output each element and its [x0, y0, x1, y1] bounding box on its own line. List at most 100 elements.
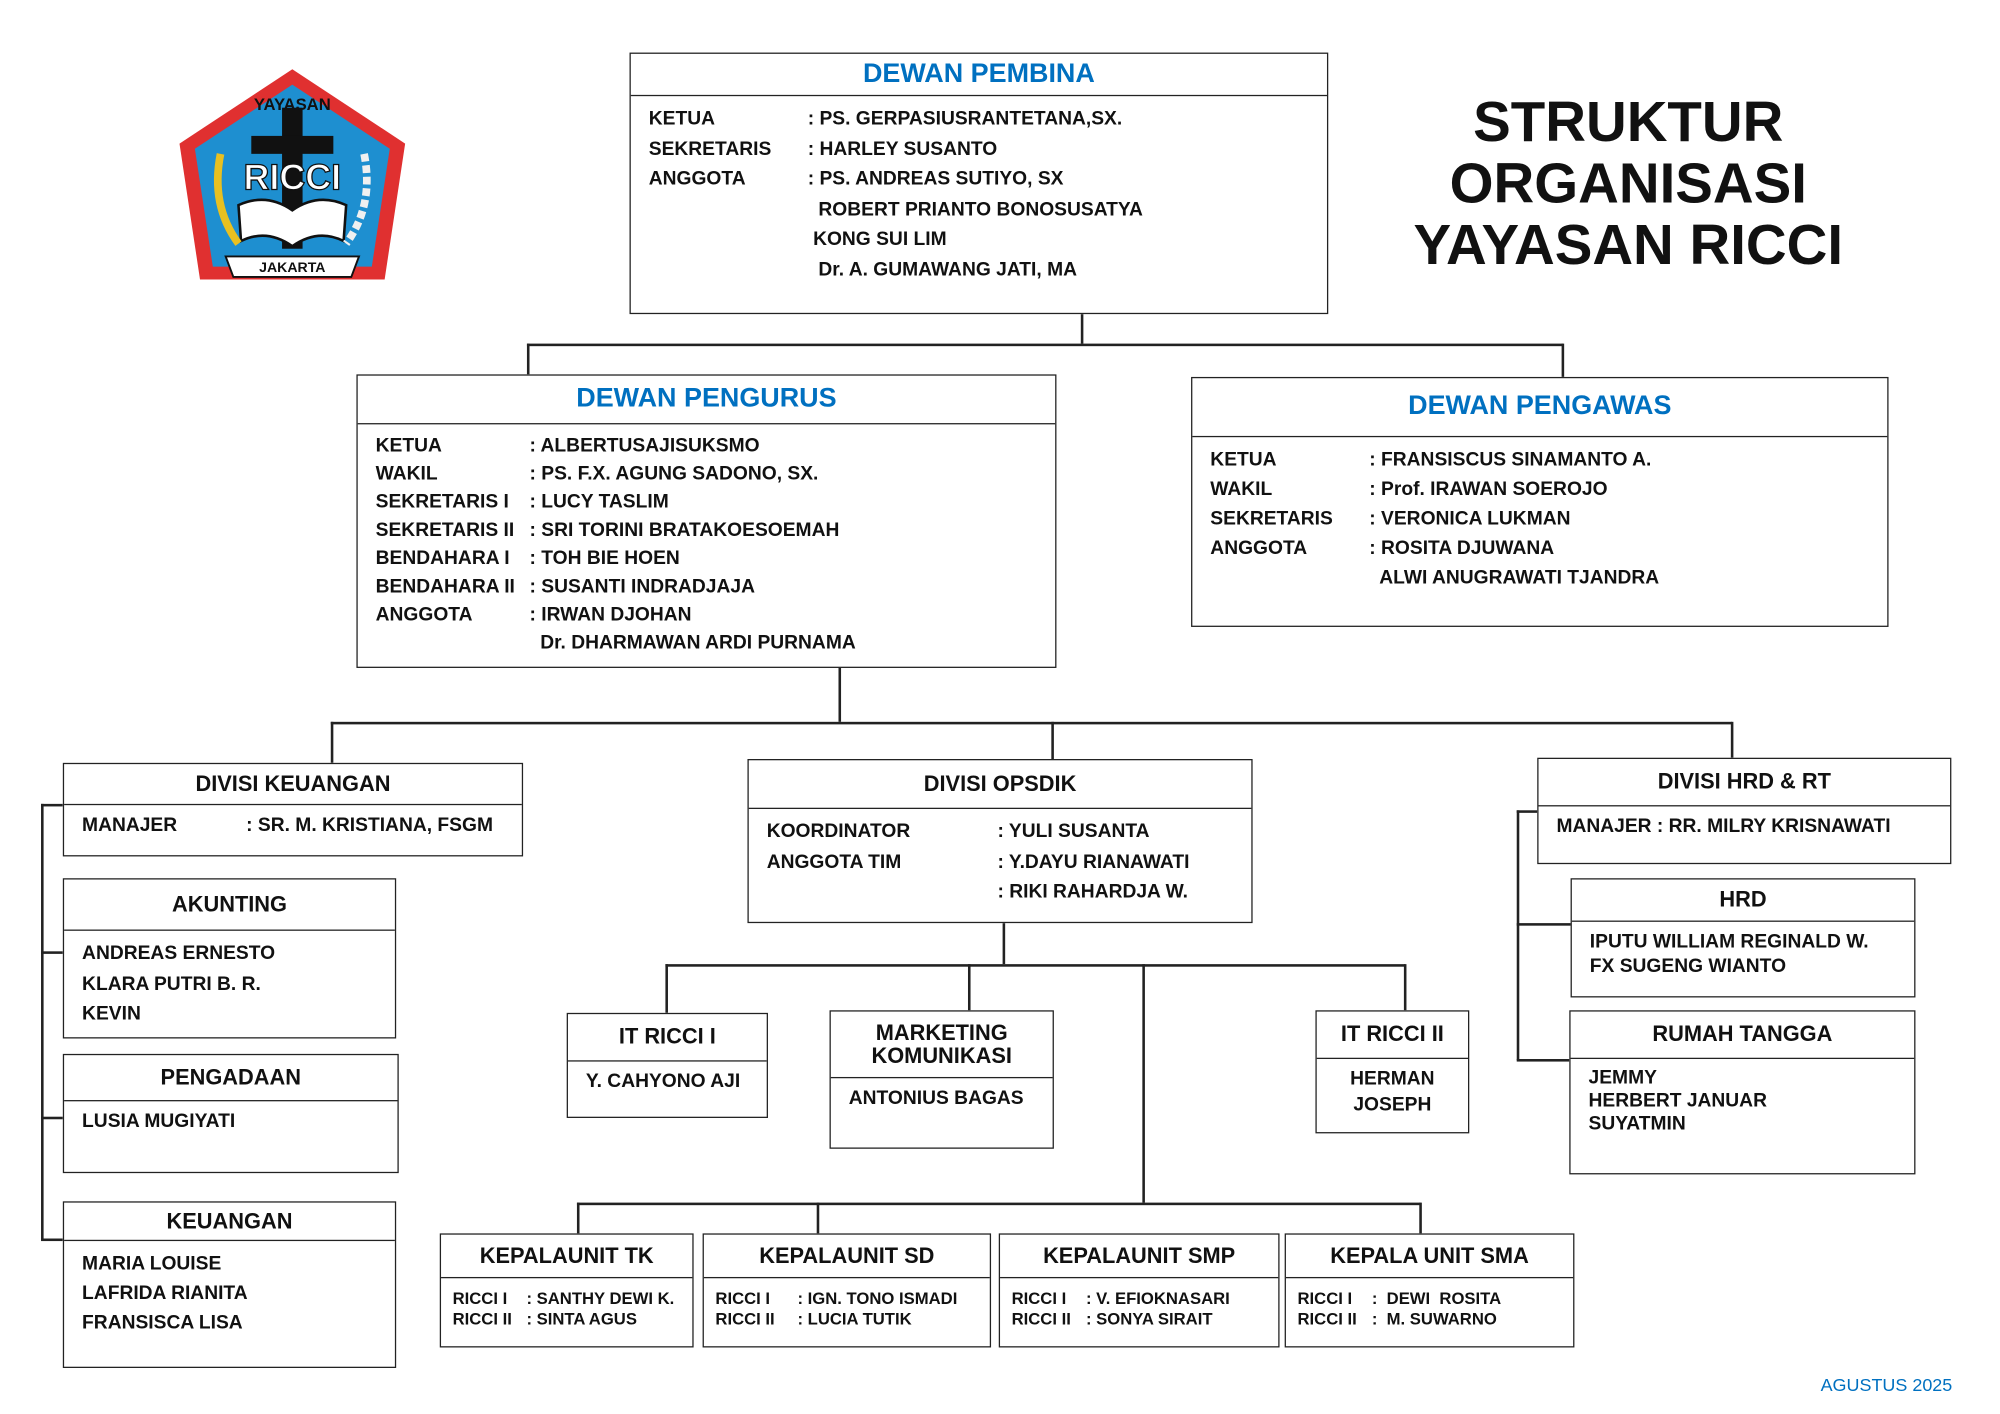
member-row: JEMMY — [1589, 1067, 1915, 1090]
member-row: ANGGOTA: PS. ANDREAS SUTIYO, SX — [649, 164, 1327, 194]
member-list: MANAJER: SR. M. KRISTIANA, FSGM — [64, 805, 522, 838]
member-name: : SONYA SIRAIT — [1085, 1309, 1213, 1329]
member-list: KETUA: FRANSISCUS SINAMANTO A. WAKIL : Pro… — [1192, 437, 1887, 592]
member-name: MANAJER : RR. MILRY KRISNAWATI — [1556, 815, 1891, 838]
role-label: BENDAHARA I — [375, 547, 510, 570]
member-row: WAKIL: PS. F.X. AGUNG SADONO, SX. — [376, 460, 1056, 488]
role-label: ANGGOTA — [648, 167, 746, 190]
box-title: AKUNTING — [64, 880, 395, 931]
member-name: : SRI TORINI BRATAKOESOEMAH — [529, 519, 840, 542]
member-row: ROBERT PRIANTO BONOSUSATYA — [649, 194, 1327, 224]
member-row: ANDREAS ERNESTO — [82, 938, 395, 968]
role-label: SEKRETARIS — [648, 137, 772, 160]
svg-text:JAKARTA: JAKARTA — [259, 259, 325, 275]
connector — [665, 964, 1406, 967]
connector — [41, 803, 63, 806]
member-name: LUSIA MUGIYATI — [82, 1110, 236, 1133]
member-name: HERBERT JANUAR — [1588, 1089, 1767, 1112]
member-name: : HARLEY SUSANTO — [807, 137, 998, 160]
member-row: RICCI I: DEWI ROSITA — [1297, 1289, 1573, 1310]
connector — [1516, 923, 1571, 926]
role-label: SEKRETARIS II — [375, 519, 515, 542]
member-name: : RIKI RAHARDJA W. — [997, 880, 1189, 903]
member-name: : IRWAN DJOHAN — [529, 603, 692, 626]
member-name: : SANTHY DEWI K. — [521, 1288, 675, 1308]
footer-date: AGUSTUS 2025 — [1820, 1374, 1953, 1395]
member-name: ANTONIUS BAGAS — [848, 1087, 1024, 1110]
connector — [576, 1202, 1421, 1205]
page-title: STRUKTUR ORGANISASI YAYASAN RICCI — [1413, 91, 1844, 277]
box-title: PENGADAAN — [64, 1055, 398, 1102]
member-row: RICCI I: IGN. TONO ISMADI — [715, 1289, 989, 1310]
role-label — [376, 630, 530, 658]
member-name: FX SUGENG WIANTO — [1589, 955, 1787, 977]
box-title: DEWAN PEMBINA — [630, 54, 1327, 97]
connector — [1080, 314, 1083, 344]
connector — [838, 667, 841, 722]
member-name: : SUSANTI INDRADJAJA — [529, 575, 755, 598]
connector — [1002, 923, 1005, 965]
member-row: KLARA PUTRI B. R. — [82, 969, 395, 999]
member-name: : Prof. IRAWAN SOEROJO — [1369, 478, 1608, 501]
box-pengadaan: PENGADAAN LUSIA MUGIYATI — [62, 1053, 399, 1174]
box-title: KEPALAUNIT SD — [703, 1235, 990, 1279]
member-row: KETUA: ALBERTUSAJISUKSMO — [376, 432, 1056, 460]
member-row: RICCI II: LUCIA TUTIK — [715, 1309, 989, 1330]
member-row: JOSEPH — [1317, 1092, 1468, 1118]
role-label: WAKIL — [1210, 478, 1273, 501]
member-row: RICCI I: V. EFIOKNASARI — [1012, 1289, 1279, 1310]
member-row: LUSIA MUGIYATI — [82, 1109, 397, 1135]
box-title: DIVISI KEUANGAN — [64, 764, 522, 806]
role-label: BENDAHARA II — [375, 575, 515, 598]
connector — [1516, 810, 1538, 813]
box-title: DIVISI HRD & RT — [1538, 759, 1951, 807]
connector — [526, 343, 529, 375]
member-row: ANGGOTA: IRWAN DJOHAN — [376, 601, 1056, 629]
role-label: RICCI I — [1011, 1288, 1067, 1308]
member-name: : SR. M. KRISTIANA, FSGM — [246, 814, 493, 836]
member-row: MARIA LOUISE — [82, 1249, 395, 1278]
member-row: KETUA: PS. GERPASIUSRANTETANA,SX. — [649, 104, 1327, 134]
member-name: FRANSISCA LISA — [82, 1311, 243, 1334]
box-title: DEWAN PENGURUS — [357, 376, 1056, 425]
member-row: Dr. DHARMAWAN ARDI PURNAMA — [376, 630, 1056, 658]
member-name: MARIA LOUISE — [82, 1252, 222, 1275]
member-name: : LUCIA TUTIK — [797, 1309, 912, 1329]
member-row: KONG SUI LIM — [649, 224, 1327, 254]
member-row: ALWI ANUGRAWATI TJANDRA — [1210, 563, 1887, 592]
role-label: SEKRETARIS — [1210, 507, 1333, 530]
member-name: : SINTA AGUS — [521, 1309, 637, 1329]
member-row: IPUTU WILLIAM REGINALD W. — [1590, 930, 1914, 954]
member-list: ANTONIUS BAGAS — [831, 1078, 1053, 1111]
member-name: Y. CAHYONO AJI — [585, 1070, 741, 1093]
member-row: WAKIL : Prof. IRAWAN SOEROJO — [1210, 474, 1887, 503]
connector — [41, 803, 43, 1240]
member-row: SEKRETARIS I: LUCY TASLIM — [376, 488, 1056, 516]
box-pembina: DEWAN PEMBINA KETUA: PS. GERPASIUSRANTETA… — [629, 52, 1329, 315]
member-row: HERMAN — [1317, 1067, 1468, 1093]
svg-text:RICCI: RICCI — [243, 158, 341, 198]
member-name: KLARA PUTRI B. R. — [82, 972, 261, 995]
member-row: BENDAHARA I: TOH BIE HOEN — [376, 545, 1056, 573]
member-name: : IGN. TONO ISMADI — [797, 1288, 958, 1308]
connector — [967, 964, 970, 1011]
member-name: Dr. DHARMAWAN ARDI PURNAMA — [529, 632, 856, 654]
member-row: FRANSISCA LISA — [82, 1308, 395, 1337]
member-row: KEVIN — [82, 999, 395, 1029]
member-name: KONG SUI LIM — [807, 228, 947, 251]
member-name: : PS. F.X. AGUNG SADONO, SX. — [529, 462, 819, 485]
role-label — [649, 194, 808, 224]
member-row: KETUA: FRANSISCUS SINAMANTO A. — [1210, 445, 1887, 474]
role-label: RICCI II — [1297, 1309, 1357, 1329]
member-row: : RIKI RAHARDJA W. — [767, 877, 1252, 907]
member-name: HERMAN — [1350, 1067, 1435, 1090]
member-row: RICCI I : SANTHY DEWI K. — [453, 1289, 693, 1310]
member-name: ALWI ANUGRAWATI TJANDRA — [1369, 566, 1660, 589]
member-row: BENDAHARA II : SUSANTI INDRADJAJA — [376, 573, 1056, 601]
